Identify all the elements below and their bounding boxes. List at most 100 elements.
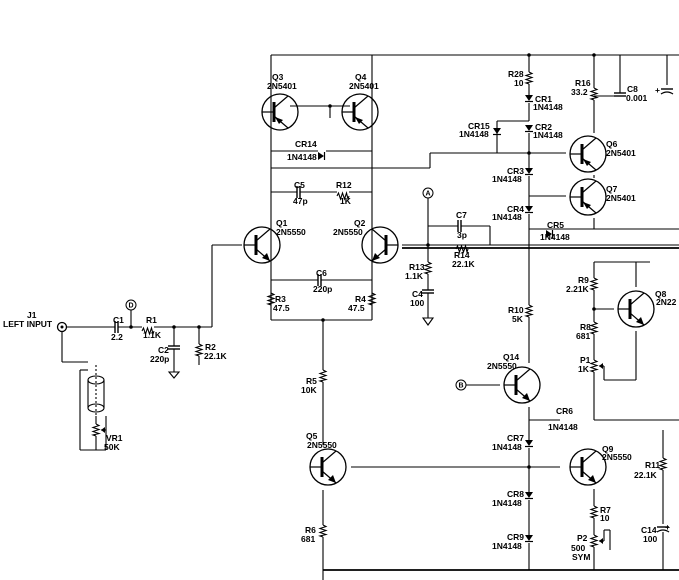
input-stage: Q3 2N5401 Q4 2N5401 CR14 1N4148 C5 47p R… — [242, 54, 679, 370]
r10-resistor — [525, 304, 533, 318]
r16-value: 33.2 — [571, 87, 588, 97]
q7-value: 2N5401 — [606, 193, 636, 203]
r2-ref: R2 — [205, 342, 216, 352]
c7-value: 3p — [457, 230, 467, 240]
q8-transistor — [616, 289, 656, 329]
q1-value: 2N5550 — [276, 227, 306, 237]
r9-ref: R9 — [578, 275, 589, 285]
r10-ref: R10 — [508, 305, 524, 315]
cr7-diode — [524, 439, 534, 448]
cr14-value: 1N4148 — [287, 152, 317, 162]
cr4-value: 1N4148 — [492, 212, 522, 222]
q6-transistor — [568, 134, 608, 174]
r5-value: 10K — [301, 385, 317, 395]
p2-note: SYM — [572, 552, 590, 562]
cr6-value: 1N4148 — [548, 422, 578, 432]
cr1-value: 1N4148 — [533, 102, 563, 112]
c6-ref: C6 — [316, 268, 327, 278]
r6-ref: R6 — [305, 525, 316, 535]
r1-value: 1.1K — [143, 330, 162, 340]
input-section: J1 LEFT INPUT C1 2.2 R1 1.1K D C2 220p — [3, 244, 242, 452]
j1-ref: J1 — [27, 310, 37, 320]
q9-value: 2N5550 — [602, 452, 632, 462]
c8-ref: C8 — [627, 84, 638, 94]
cr1-diode — [524, 94, 534, 103]
cr9-value: 1N4148 — [492, 541, 522, 551]
q4-transistor — [340, 92, 380, 132]
r7-ref: R7 — [600, 505, 611, 515]
cr3-diode — [524, 167, 534, 176]
r9-value: 2.21K — [566, 284, 590, 294]
r16-resistor — [590, 87, 598, 101]
voltage-amplifier-stage: R28 10 CR1 1N4148 CR15 1N4148 CR2 1N4148… — [455, 53, 594, 570]
q4-ref: Q4 — [355, 72, 367, 82]
r3-value: 47.5 — [273, 303, 290, 313]
r12-ref: R12 — [336, 180, 352, 190]
vr1-potentiometer — [92, 423, 100, 437]
svg-text:+: + — [665, 522, 670, 532]
c1-ref: C1 — [113, 315, 124, 325]
q6-ref: Q6 — [606, 139, 618, 149]
cr7-ref: CR7 — [507, 433, 524, 443]
j1-name: LEFT INPUT — [3, 319, 53, 329]
c7-ref: C7 — [456, 210, 467, 220]
cr6-ref: CR6 — [556, 406, 573, 416]
test-point-a-label: A — [426, 191, 431, 198]
q5-value: 2N5550 — [307, 440, 337, 450]
r13-value: 1.1K — [405, 271, 424, 281]
cr2-value: 1N4148 — [533, 130, 563, 140]
c14-value: 100 — [643, 534, 657, 544]
r5-resistor — [319, 369, 327, 383]
test-point-d — [125, 299, 137, 311]
c1-value: 2.2 — [111, 332, 123, 342]
cr8-value: 1N4148 — [492, 498, 522, 508]
q2-transistor — [360, 225, 400, 265]
q14-ref: Q14 — [503, 352, 519, 362]
r8-value: 681 — [576, 331, 590, 341]
q1-transistor — [242, 225, 282, 265]
q8-value: 2N22 — [656, 297, 677, 307]
r10-value: 5K — [512, 314, 524, 324]
cr14-ref: CR14 — [295, 139, 317, 149]
r6-resistor — [319, 524, 327, 538]
r7-resistor — [590, 505, 598, 519]
r6-value: 681 — [301, 534, 315, 544]
r1-ref: R1 — [146, 315, 157, 325]
cr2-diode — [524, 124, 534, 133]
q7-ref: Q7 — [606, 184, 618, 194]
r13-ref: R13 — [409, 262, 425, 272]
q3-ref: Q3 — [272, 72, 284, 82]
q2-value: 2N5550 — [333, 227, 363, 237]
cr7-value: 1N4148 — [492, 442, 522, 452]
tail-current-source: R5 10K Q5 2N5550 R6 681 — [301, 369, 679, 580]
r5-ref: R5 — [306, 376, 317, 386]
c2-ref: C2 — [158, 345, 169, 355]
p1-potentiometer — [590, 359, 598, 373]
p1-value: 1K — [578, 364, 590, 374]
r11-value: 22.1K — [634, 470, 658, 480]
p2-value: 500 — [571, 543, 585, 553]
c6-value: 220p — [313, 284, 332, 294]
q3-value: 2N5401 — [267, 81, 297, 91]
r4-ref: R4 — [355, 294, 366, 304]
q8-ref: Q8 — [655, 289, 667, 299]
test-point-d-label: D — [129, 303, 134, 310]
c4-value: 100 — [410, 298, 424, 308]
vr1-ref: VR1 — [106, 433, 123, 443]
cr8-diode — [524, 491, 534, 500]
r2-resistor — [195, 343, 203, 357]
driver-stage: R16 33.2 C8 0.001 + Q6 2N5401 Q7 2N5401 … — [529, 53, 679, 570]
cr3-ref: CR3 — [507, 166, 524, 176]
q5-transistor — [308, 447, 348, 487]
test-point-b-label: B — [459, 383, 464, 390]
cr14-diode — [317, 151, 326, 161]
r28-value: 10 — [514, 78, 524, 88]
q9-ref: Q9 — [602, 444, 614, 454]
r11-ref: R11 — [645, 460, 660, 470]
r28-ref: R28 — [508, 69, 524, 79]
cr4-diode — [524, 205, 534, 214]
q14-value: 2N5550 — [487, 361, 517, 371]
q3-transistor — [260, 92, 300, 132]
c5-value: 47p — [293, 196, 308, 206]
